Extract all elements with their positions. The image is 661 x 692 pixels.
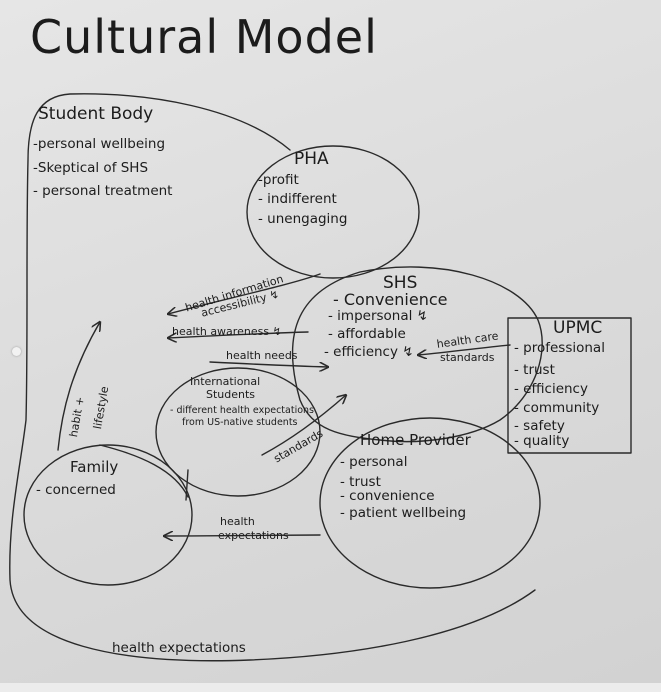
shs-item: - impersonal ↯ — [328, 308, 428, 324]
upmc-item: - professional — [514, 340, 605, 356]
upmc-item: - safety — [514, 418, 565, 434]
student-body-item: -personal wellbeing — [33, 136, 166, 152]
home-provider-label: Home Provider — [360, 431, 471, 449]
page-title: Cultural Model — [30, 10, 378, 64]
edge-label-expectations: expectations — [218, 529, 289, 542]
edge-label-health-awareness: health awareness ↯ — [172, 325, 282, 338]
edge-label-outer-health-expectations: health expectations — [112, 640, 246, 656]
family-label: Family — [70, 458, 119, 476]
upmc-box — [507, 317, 632, 454]
student-body-boundary — [9, 93, 536, 662]
upmc-label: UPMC — [553, 318, 603, 338]
international-students-label: International — [190, 375, 261, 388]
home-provider-item: - trust — [340, 474, 381, 490]
family-item: - concerned — [36, 482, 116, 498]
international-students-circle — [155, 367, 321, 497]
family-circle — [23, 444, 193, 586]
shs-item: - efficiency ↯ — [324, 344, 414, 360]
arrow-standards-intl — [261, 395, 346, 456]
student-body-item: - personal treatment — [33, 183, 173, 199]
arrow-health-needs — [209, 361, 328, 367]
upmc-item: - quality — [514, 433, 570, 449]
student-body-label: Student Body — [38, 104, 154, 124]
arrow-health-expectations — [164, 535, 321, 536]
edge-label-health-needs: health needs — [226, 349, 298, 362]
pha-item: - unengaging — [258, 211, 348, 227]
student-body-item: -Skeptical of SHS — [33, 160, 149, 176]
home-provider-item: - convenience — [340, 488, 435, 504]
shs-item: - Convenience — [333, 290, 448, 309]
international-students-item: from US-native students — [182, 417, 298, 428]
arrow-health-care-standards — [418, 344, 511, 355]
home-provider-circle — [319, 417, 541, 589]
upmc-item: - efficiency — [514, 381, 588, 397]
arrow-health-awareness — [168, 331, 309, 338]
pha-item: -profit — [258, 172, 299, 188]
shs-item: - affordable — [328, 326, 406, 342]
upmc-item: - trust — [514, 362, 555, 378]
edge-label-standards-upmc: standards — [440, 351, 495, 364]
pha-item: - indifferent — [258, 191, 337, 207]
arrow-health-information — [168, 273, 321, 314]
pha-circle — [246, 145, 420, 279]
arrow-habit-lifestyle — [57, 322, 100, 451]
shs-label: SHS — [383, 273, 418, 293]
home-provider-item: - patient wellbeing — [340, 505, 467, 521]
magnet-dot — [12, 347, 21, 356]
pha-label: PHA — [294, 149, 329, 169]
board-bottom-edge — [0, 683, 661, 692]
upmc-item: - community — [514, 400, 600, 416]
connector-family-intl — [99, 444, 189, 498]
international-students-item: - different health expectations — [170, 405, 314, 416]
edge-label-health: health — [220, 515, 255, 528]
shs-circle — [291, 266, 543, 443]
international-students-label: Students — [206, 388, 256, 401]
home-provider-item: - personal — [340, 454, 408, 470]
